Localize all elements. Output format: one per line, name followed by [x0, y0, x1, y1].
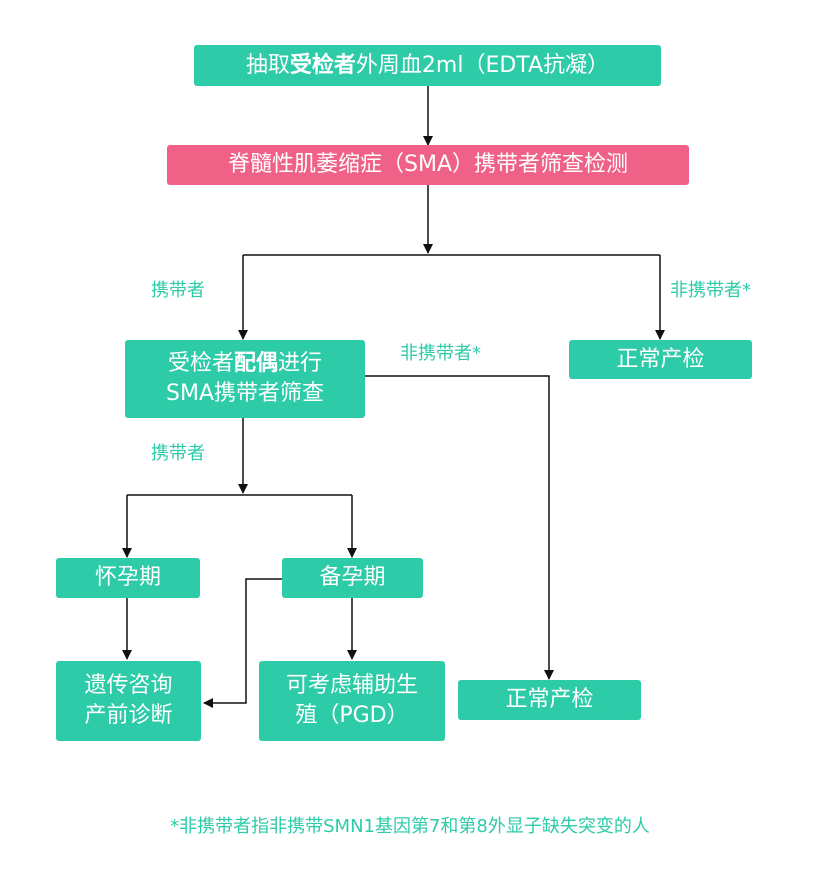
edge-spouse-to-prenatal-mid — [365, 375, 554, 680]
node-preparing-text: 备孕期 — [319, 565, 386, 590]
node-sma-test-text: 脊髓性肌萎缩症（SMA）携带者筛查检测 — [228, 152, 628, 177]
node-draw-blood: 抽取受检者外周血2ml（EDTA抗凝） — [194, 45, 661, 86]
node-prenatal-mid: 正常产检 — [458, 680, 641, 720]
node-prenatal-mid-text: 正常产检 — [505, 687, 594, 712]
node-spouse-test-text: 受检者配偶进行 SMA携带者筛查 — [166, 351, 324, 406]
node-pgd-text: 可考虑辅助生 殖（PGD） — [285, 673, 418, 728]
node-prenatal-right: 正常产检 — [569, 340, 752, 379]
node-counseling-text: 遗传咨询 产前诊断 — [84, 673, 173, 728]
node-spouse-test: 受检者配偶进行 SMA携带者筛查 — [125, 340, 365, 418]
node-pgd: 可考虑辅助生 殖（PGD） — [259, 661, 445, 741]
node-counseling: 遗传咨询 产前诊断 — [56, 661, 201, 741]
node-prenatal-right-text: 正常产检 — [616, 346, 705, 372]
label-non-carrier-1: 非携带者* — [670, 280, 751, 301]
node-sma-test: 脊髓性肌萎缩症（SMA）携带者筛查检测 — [167, 145, 689, 185]
label-non-carrier-2: 非携带者* — [400, 343, 481, 364]
node-pregnant: 怀孕期 — [56, 558, 200, 598]
label-carrier-1: 携带者 — [151, 280, 205, 301]
node-preparing: 备孕期 — [282, 558, 423, 598]
node-pregnant-text: 怀孕期 — [94, 565, 161, 590]
footnote: *非携带者指非携带SMN1基因第7和第8外显子缺失突变的人 — [170, 816, 650, 837]
node-draw-blood-text: 抽取受检者外周血2ml（EDTA抗凝） — [245, 52, 610, 78]
edge-preparing-to-counseling — [203, 578, 282, 708]
label-carrier-2: 携带者 — [151, 443, 205, 464]
